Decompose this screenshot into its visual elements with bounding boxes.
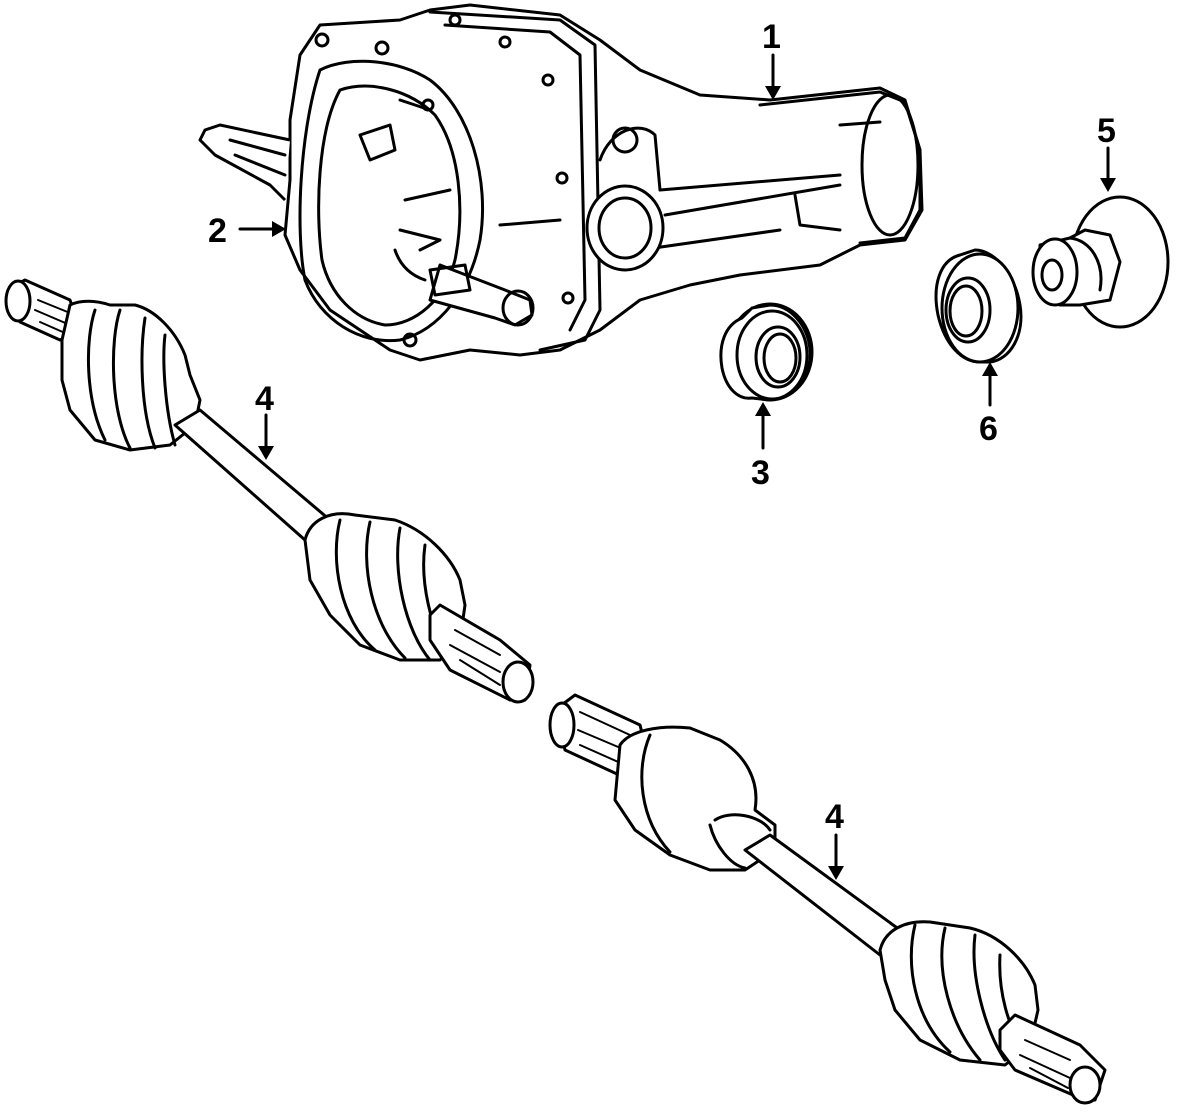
cv-axle-shaft-lower <box>548 693 1107 1105</box>
cv-axle-shaft-upper <box>4 278 535 704</box>
companion-flange <box>1031 195 1170 329</box>
callout-leaders <box>238 53 1116 880</box>
callout-labels: 1 2 3 4 4 5 6 <box>208 18 1116 836</box>
callout-4-upper: 4 <box>255 380 274 418</box>
differential-carrier-housing <box>198 3 924 362</box>
callout-5: 5 <box>1097 112 1116 150</box>
callout-1: 1 <box>762 18 781 56</box>
callout-4-lower: 4 <box>825 798 844 836</box>
callout-3: 3 <box>751 454 770 492</box>
pinion-seal <box>934 248 1023 364</box>
callout-2: 2 <box>208 212 227 250</box>
callout-6: 6 <box>979 410 998 448</box>
axle-shaft-seal <box>719 302 814 402</box>
